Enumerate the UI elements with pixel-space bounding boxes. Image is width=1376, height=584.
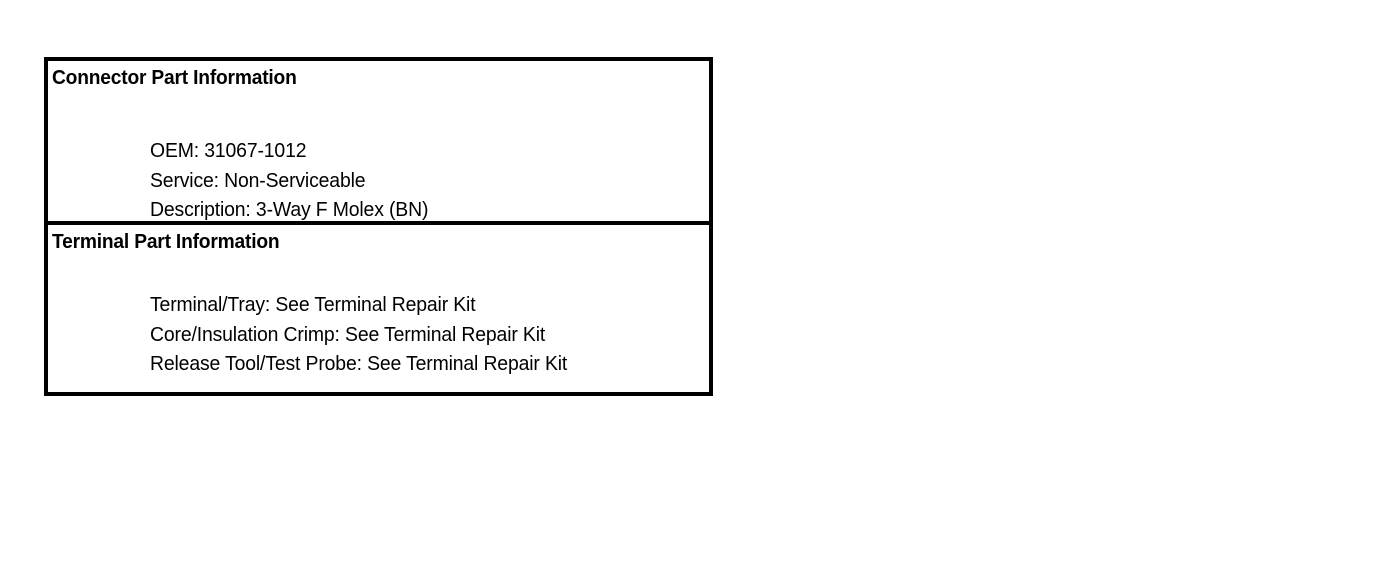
part-info-table: Connector Part Information OEM: 31067-10… (44, 57, 713, 396)
terminal-part-information-section: Terminal Part Information Terminal/Tray:… (48, 225, 709, 392)
connector-section-heading: Connector Part Information (52, 67, 297, 89)
core-insulation-crimp-line: Core/Insulation Crimp: See Terminal Repa… (150, 323, 546, 346)
terminal-section-heading: Terminal Part Information (52, 231, 280, 253)
connector-service-line: Service: Non-Serviceable (150, 169, 366, 192)
connector-oem-line: OEM: 31067-1012 (150, 140, 307, 162)
terminal-section-body: Terminal/Tray: See Terminal Repair Kit C… (150, 291, 580, 380)
terminal-tray-line: Terminal/Tray: See Terminal Repair Kit (150, 294, 476, 316)
connector-part-information-section: Connector Part Information OEM: 31067-10… (48, 61, 709, 225)
connector-description-line: Description: 3-Way F Molex (BN) (150, 199, 429, 221)
release-tool-test-probe-line: Release Tool/Test Probe: See Terminal Re… (150, 353, 568, 375)
connector-section-body: OEM: 31067-1012 Service: Non-Serviceable… (150, 137, 437, 226)
